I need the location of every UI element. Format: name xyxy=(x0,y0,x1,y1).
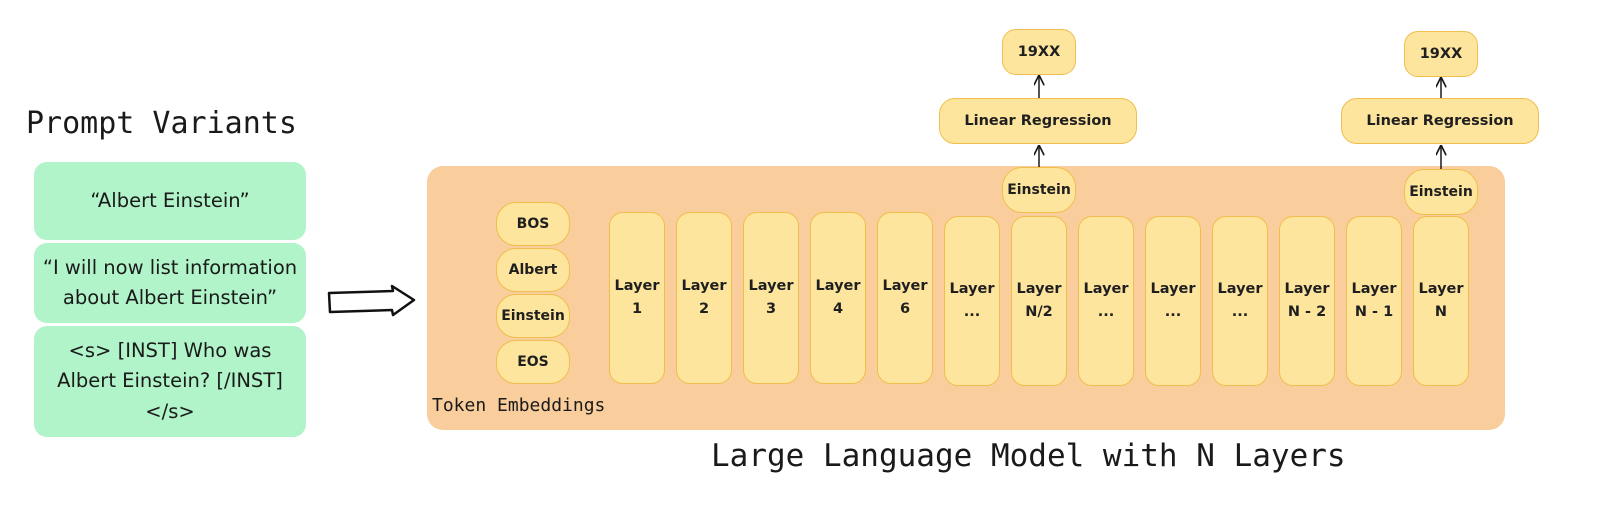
token-einstein: Einstein xyxy=(496,294,570,338)
prompt-variant-2: “I will now list information about Alber… xyxy=(34,243,306,323)
token-embeddings-label: Token Embeddings xyxy=(432,395,606,416)
linear-regression-last: Linear Regression xyxy=(1341,98,1539,144)
layer-ellipsis-3: Layer... xyxy=(1145,216,1201,386)
prompt-variants-title: Prompt Variants xyxy=(26,106,297,141)
probe-token-mid: Einstein xyxy=(1002,167,1076,213)
prompt-variant-3: <s> [INST] Who was Albert Einstein? [/IN… xyxy=(34,326,306,437)
token-bos: BOS xyxy=(496,202,570,246)
token-eos: EOS xyxy=(496,340,570,384)
token-albert: Albert xyxy=(496,248,570,292)
layer-ellipsis-2: Layer... xyxy=(1078,216,1134,386)
layer-ellipsis-4: Layer... xyxy=(1212,216,1268,386)
model-label: Large Language Model with N Layers xyxy=(711,438,1346,474)
layer-ellipsis-1: Layer... xyxy=(944,216,1000,386)
input-flow-arrow xyxy=(327,284,416,317)
output-mid: 19XX xyxy=(1002,29,1076,75)
output-last: 19XX xyxy=(1404,31,1478,77)
probe-token-last: Einstein xyxy=(1404,169,1478,215)
prompt-variant-1: “Albert Einstein” xyxy=(34,162,306,240)
linear-regression-mid: Linear Regression xyxy=(939,98,1137,144)
